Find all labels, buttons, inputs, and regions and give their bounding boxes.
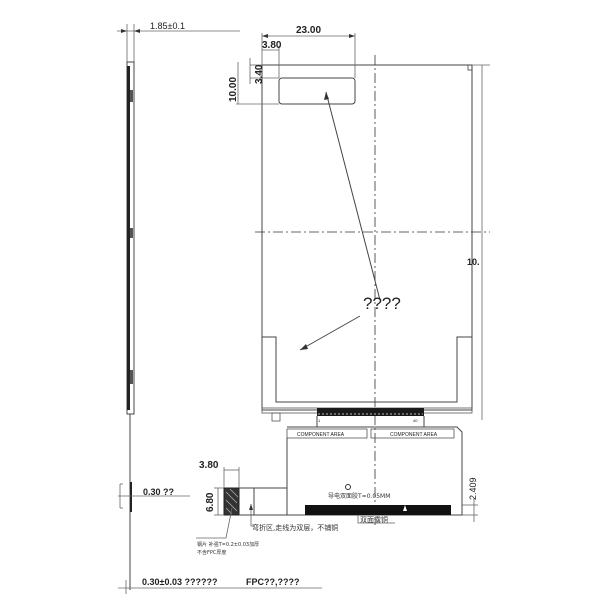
steel-note-line2: 不含FPC厚度 — [197, 549, 226, 556]
side-view — [117, 24, 322, 594]
right-dim: 10. — [467, 257, 480, 267]
bend-area-note: 弯折区,走线为双层，不铺铜 — [252, 523, 338, 532]
aa-offset-y-dim: 3.40 — [254, 64, 265, 84]
pin-first-label: 1 — [318, 418, 321, 423]
top-height-dim: 10.00 — [228, 77, 239, 102]
bottom-fpc-note: FPC??,???? — [246, 577, 300, 587]
fpc-tail: COMPONENT AREA COMPONENT AREA 导电双面胶T=0.0… — [196, 416, 478, 556]
stiffener-width-dim: 3.80 — [199, 460, 219, 471]
exposed-copper-note: 双面露铜 — [360, 515, 388, 524]
component-area-left: COMPONENT AREA — [297, 432, 345, 438]
fpc-thickness-dim: 0.30 ?? — [143, 487, 174, 497]
tail-dim: 2.409 — [468, 477, 478, 500]
width-dim: 23.00 — [296, 25, 321, 36]
steel-note-line1: 钢片 补强T=0.2±0.03加厚 — [197, 541, 259, 548]
callout-label: ???? — [363, 294, 401, 313]
front-view: 1 40 ???? 23.00 3.80 3.40 10.00 10. — [228, 25, 490, 525]
conductive-tape-note: 导电双面胶T=0.05MM — [328, 492, 390, 500]
component-area-right: COMPONENT AREA — [390, 432, 438, 438]
thickness-dim: 1.85±0.1 — [150, 21, 185, 31]
aa-offset-x-dim: 3.80 — [262, 40, 282, 51]
stiffener-height-dim: 6.80 — [205, 492, 216, 512]
pin-last-label: 40 — [413, 418, 418, 423]
bottom-thickness-note: 0.30±0.03 ?????? — [142, 577, 217, 587]
